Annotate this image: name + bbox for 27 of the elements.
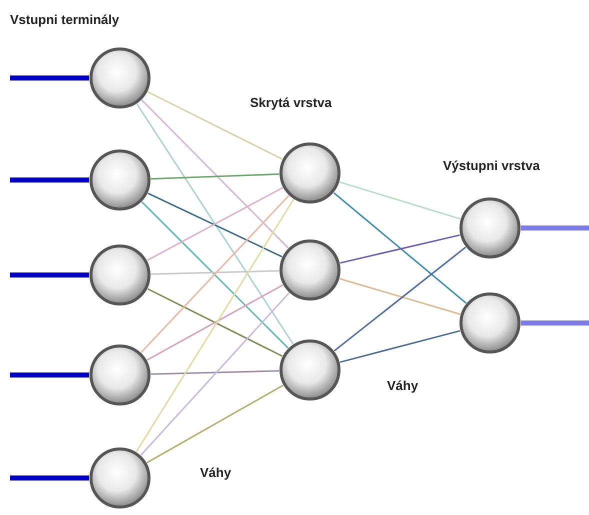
weight-connection: [339, 181, 461, 220]
signal-line: [521, 320, 589, 326]
weight-connection: [141, 100, 289, 248]
weight-connection: [340, 330, 460, 363]
layer-label: Vstupni terminály: [10, 12, 120, 27]
weight-connection: [136, 198, 294, 452]
weight-connection: [150, 173, 280, 180]
weight-connection: [136, 104, 294, 344]
weight-connection: [140, 292, 290, 456]
weight-connection: [333, 192, 467, 304]
weight-connection: [340, 234, 460, 264]
layer-label: Skrytá vrstva: [250, 95, 332, 110]
signal-line: [521, 226, 589, 230]
signal-line: [10, 178, 89, 182]
signal-line: [10, 372, 89, 378]
weight-connection: [150, 270, 280, 275]
weights-label: Váhy: [200, 465, 232, 480]
layer-label: Výstupni vrstva: [443, 158, 540, 173]
signal-line: [10, 76, 89, 80]
weight-connection: [150, 370, 280, 375]
signal-line: [10, 272, 89, 278]
weight-connection: [147, 91, 283, 160]
weight-connection: [334, 246, 466, 352]
weight-connection: [340, 278, 460, 315]
weight-connection: [146, 384, 284, 464]
weights-label: Váhy: [387, 378, 418, 393]
signal-line: [10, 476, 89, 480]
